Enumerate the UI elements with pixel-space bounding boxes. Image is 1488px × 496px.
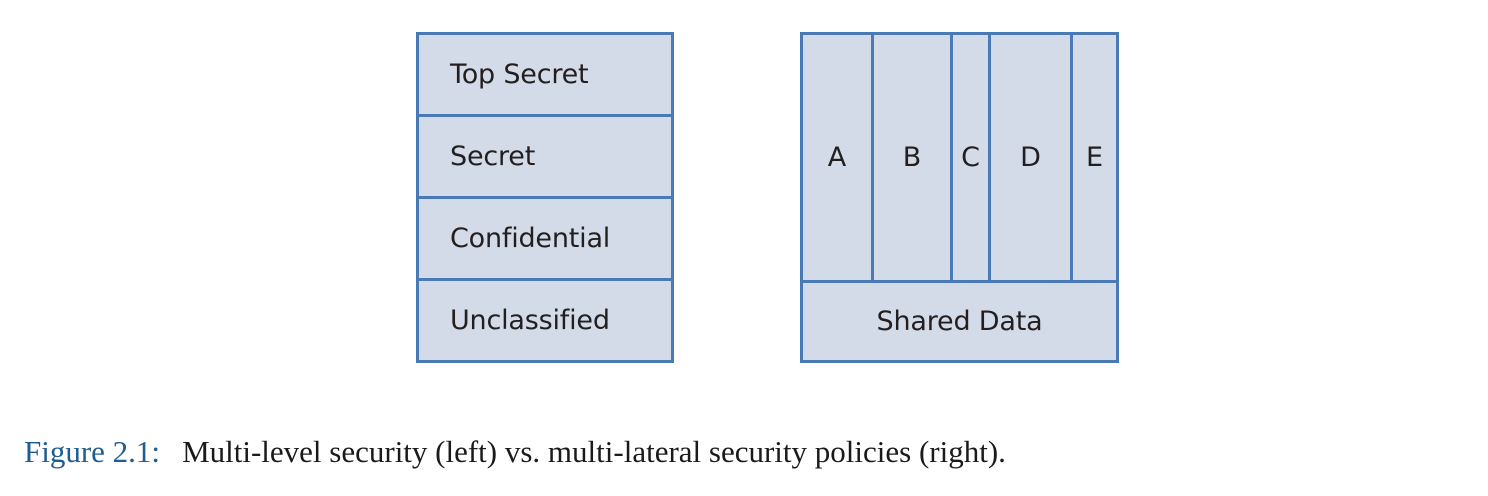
mls-label-secret: Secret [450, 141, 536, 172]
mls-row-confidential: Confidential [419, 199, 671, 281]
compartment-row: A B C D E [803, 35, 1116, 283]
compartment-label-a: A [827, 142, 847, 173]
compartment-a: A [803, 35, 874, 280]
mls-label-top-secret: Top Secret [450, 59, 589, 90]
compartment-label-e: E [1085, 142, 1104, 173]
compartment-d: D [991, 35, 1073, 280]
compartment-label-d: D [1020, 142, 1041, 173]
compartment-c: C [953, 35, 991, 280]
compartment-label-c: C [961, 142, 980, 173]
multi-lateral-security-box: A B C D E Shared Data [800, 32, 1119, 363]
figure-caption-label: Figure 2.1: [24, 434, 161, 469]
mls-label-confidential: Confidential [450, 223, 611, 254]
shared-data-label: Shared Data [876, 306, 1043, 337]
compartment-e: E [1073, 35, 1116, 280]
figure-caption-text: Multi-level security (left) vs. multi-la… [182, 434, 1006, 469]
mls-row-secret: Secret [419, 117, 671, 199]
compartment-label-b: B [902, 142, 922, 173]
shared-data-base: Shared Data [803, 283, 1116, 360]
mls-row-unclassified: Unclassified [419, 281, 671, 360]
multi-level-security-stack: Top Secret Secret Confidential Unclassif… [416, 32, 674, 363]
figure-graphic: Top Secret Secret Confidential Unclassif… [416, 32, 1119, 363]
compartment-b: B [874, 35, 953, 280]
mls-row-top-secret: Top Secret [419, 35, 671, 117]
mls-label-unclassified: Unclassified [450, 305, 610, 336]
figure-caption: Figure 2.1: Multi-level security (left) v… [24, 432, 1464, 472]
